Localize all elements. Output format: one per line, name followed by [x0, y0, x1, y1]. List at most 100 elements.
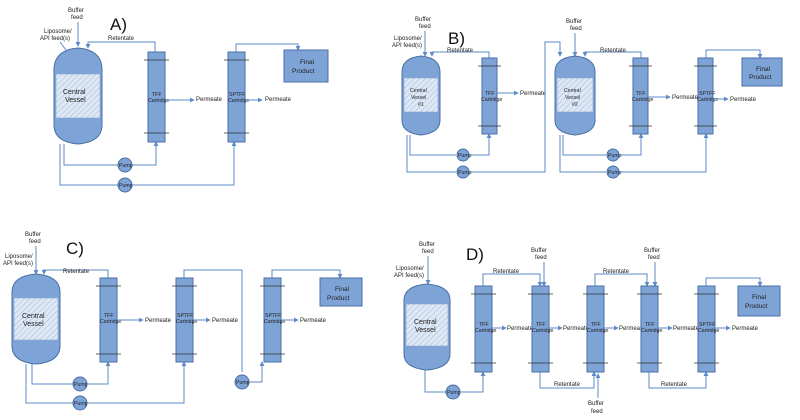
cartridge-label: Cartridge: [228, 98, 249, 104]
tff-label: TFF: [591, 322, 601, 328]
buffer-feed-label-2: feed: [419, 24, 431, 30]
buffer-feed-label: Buffer: [419, 242, 435, 248]
liposome-label: Liposome/: [44, 29, 72, 35]
liposome-label-2: API feed(s): [3, 261, 33, 267]
cartridge-label: Cartridge: [641, 328, 662, 334]
cartridge-label: Cartridge: [264, 319, 285, 325]
vessel-label-2: Vessel: [65, 97, 86, 104]
pump-label: Pump: [74, 401, 88, 407]
panel-b-letter: B): [448, 29, 465, 48]
sptff-label: SPTFF: [229, 92, 245, 98]
retentate-label: Retentate: [63, 269, 90, 275]
tff-label: TFF: [536, 322, 546, 328]
pump-label: Pump: [74, 382, 88, 388]
pump-label: Pump: [608, 170, 622, 176]
product-label: Product: [292, 68, 315, 75]
pump-label: Pump: [119, 163, 133, 169]
retentate-label: Retentate: [661, 382, 688, 388]
cartridge-label: Cartridge: [475, 328, 496, 334]
liposome-label-2: API feed(s): [392, 43, 422, 49]
pump-label: Pump: [608, 153, 622, 159]
liposome-label: Liposome/: [396, 266, 424, 272]
vessel-label-2: Vessel: [23, 321, 44, 328]
panel-a: A) Buffer feed Liposome/ API feed(s) Cen…: [40, 8, 329, 193]
tff-label: TFF: [645, 322, 655, 328]
retentate-label: Retentate: [493, 269, 520, 275]
sptff-label: SPTFF: [699, 91, 715, 97]
buffer-feed-label: Buffer: [68, 8, 84, 14]
cartridge-label: Cartridge: [148, 98, 169, 104]
buffer-feed-label: Buffer: [588, 401, 604, 407]
final-product-box: [741, 57, 783, 87]
vessel-number: #1: [418, 102, 424, 108]
product-label: Product: [327, 295, 350, 302]
vessel-label-2: Vessel: [415, 327, 436, 334]
cartridge-label: Cartridge: [698, 328, 719, 334]
final-label: Final: [756, 66, 771, 73]
cartridge-label: Cartridge: [100, 319, 121, 325]
buffer-feed-label-2: feed: [535, 255, 547, 261]
vessel-label: Central: [22, 313, 45, 320]
cartridge-label: Cartridge: [532, 328, 553, 334]
cartridge-label: Cartridge: [176, 319, 197, 325]
permeate-label: Permeate: [672, 95, 699, 101]
buffer-feed-label-2: feed: [591, 409, 603, 415]
product-label: Product: [749, 74, 772, 81]
panel-c: C) Buffer feed Liposome/ API feed(s) Cen…: [3, 232, 363, 411]
tff-label: TFF: [485, 91, 495, 97]
permeate-label: Permeate: [265, 97, 292, 103]
pump-label: Pump: [458, 170, 472, 176]
permeate-label: Permeate: [212, 318, 239, 324]
liposome-label: Liposome/: [5, 254, 33, 260]
cartridge-label: Cartridge: [481, 97, 502, 103]
vessel-label-2: Vessel: [565, 95, 580, 101]
buffer-feed-label-2: feed: [29, 239, 41, 245]
vessel-label: Central: [414, 319, 437, 326]
liposome-label-2: API feed(s): [40, 36, 70, 42]
pump-label: Pump: [447, 390, 461, 396]
buffer-feed-label-2: feed: [71, 15, 83, 21]
cartridge-label: Cartridge: [697, 97, 718, 103]
permeate-label: Permeate: [732, 326, 759, 332]
permeate-label: Permeate: [300, 318, 327, 324]
pump-label: Pump: [119, 183, 133, 189]
final-label: Final: [752, 294, 767, 301]
permeate-label: Permeate: [563, 326, 590, 332]
pump-label: Pump: [236, 380, 250, 386]
panel-a-letter: A): [110, 15, 127, 34]
final-product-box: [737, 285, 781, 317]
permeate-label: Permeate: [507, 326, 534, 332]
final-product-box: [283, 49, 329, 83]
sptff-label: SPTFF: [265, 313, 281, 319]
retentate-label: Retentate: [108, 36, 135, 42]
buffer-feed-label: Buffer: [531, 248, 547, 254]
panel-b: B) Buffer feed Liposome/ API feed(s) Cen…: [392, 17, 783, 179]
permeate-label: Permeate: [619, 326, 646, 332]
cartridge-label: Cartridge: [587, 328, 608, 334]
vessel-label: Central: [63, 89, 86, 96]
sptff-label: SPTFF: [177, 313, 193, 319]
panel-d: D) Buffer feed Liposome/ API feed(s) Cen…: [394, 242, 781, 415]
retentate-label: Retentate: [603, 269, 630, 275]
permeate-label: Permeate: [520, 91, 547, 97]
permeate-label: Permeate: [196, 97, 223, 103]
retentate-label: Retentate: [447, 48, 474, 54]
product-label: Product: [745, 303, 768, 310]
tff-label: TFF: [152, 92, 162, 98]
final-product-box: [319, 277, 363, 307]
buffer-feed-label: Buffer: [644, 248, 660, 254]
buffer-feed-label: Buffer: [25, 232, 41, 238]
permeate-label: Permeate: [673, 326, 700, 332]
vessel-label: Central: [564, 88, 581, 94]
vessel-number: #2: [572, 102, 578, 108]
final-label: Final: [300, 59, 315, 66]
buffer-feed-label-2: feed: [648, 255, 660, 261]
buffer-feed-label: Buffer: [415, 17, 431, 23]
buffer-feed-label-2: feed: [570, 26, 582, 32]
tff-label: TFF: [104, 313, 114, 319]
liposome-label-2: API feed(s): [394, 273, 424, 279]
retentate-label: Retentate: [554, 382, 581, 388]
sptff-label: SPTFF: [699, 322, 715, 328]
buffer-feed-label: Buffer: [566, 19, 582, 25]
